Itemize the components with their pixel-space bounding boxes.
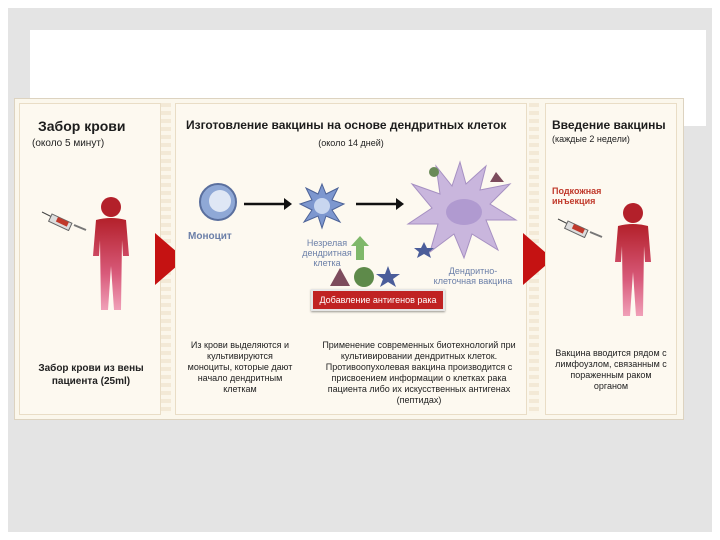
vaccine-label: Дендритно-клеточная вакцина — [433, 266, 513, 286]
up-arrow-icon — [351, 236, 369, 260]
vaccine-production-title: Изготовление вакцины на основе дендритны… — [186, 118, 507, 132]
panel-blood-draw: Забор крови (около 5 минут) Забор крови … — [19, 103, 161, 415]
blood-draw-title: Забор крови — [38, 118, 126, 134]
triangle-antigen-icon — [330, 268, 350, 286]
immature-cell-label: Незрелая дендритная клетка — [302, 238, 352, 268]
person-icon — [93, 197, 129, 310]
immature-dendritic-cell-icon — [298, 182, 346, 230]
blood-draw-subtitle: (около 5 минут) — [32, 138, 105, 149]
vaccine-production-subtitle: (около 14 дней) — [318, 138, 384, 148]
person-icon-2 — [615, 203, 651, 316]
star-antigen-icon — [376, 266, 400, 287]
arrow-right-icon — [244, 198, 292, 210]
syringe-icon-2 — [557, 218, 603, 238]
antigen-banner: Добавление антигенов рака — [311, 289, 445, 311]
production-caption-left: Из крови выделяются и культивируются мон… — [187, 340, 293, 394]
injection-label: Подкожная инъекция — [552, 186, 602, 206]
production-caption-right: Применение современных биотехнологий при… — [322, 340, 516, 405]
syringe-icon — [41, 211, 87, 231]
antigen-shapes — [330, 266, 400, 287]
administration-title: Введение вакцины — [552, 118, 666, 132]
circle-antigen-icon — [354, 267, 374, 287]
panel-vaccine-administration: Введение вакцины (каждые 2 недели) Подко… — [545, 103, 677, 415]
administration-subtitle: (каждые 2 недели) — [552, 134, 630, 144]
dendritic-cell-vaccine-icon — [406, 160, 518, 260]
monocyte-label: Моноцит — [188, 231, 232, 242]
dendritic-vaccine-figure: Забор крови (около 5 минут) Забор крови … — [14, 98, 684, 420]
arrow-right-icon-2 — [356, 198, 404, 210]
monocyte-icon — [199, 183, 237, 221]
administration-caption: Вакцина вводится рядом с лимфоузлом, свя… — [555, 348, 667, 391]
blood-draw-caption: Забор крови из вены пациента (25ml) — [38, 363, 144, 387]
panel-vaccine-production: Изготовление вакцины на основе дендритны… — [175, 103, 527, 415]
